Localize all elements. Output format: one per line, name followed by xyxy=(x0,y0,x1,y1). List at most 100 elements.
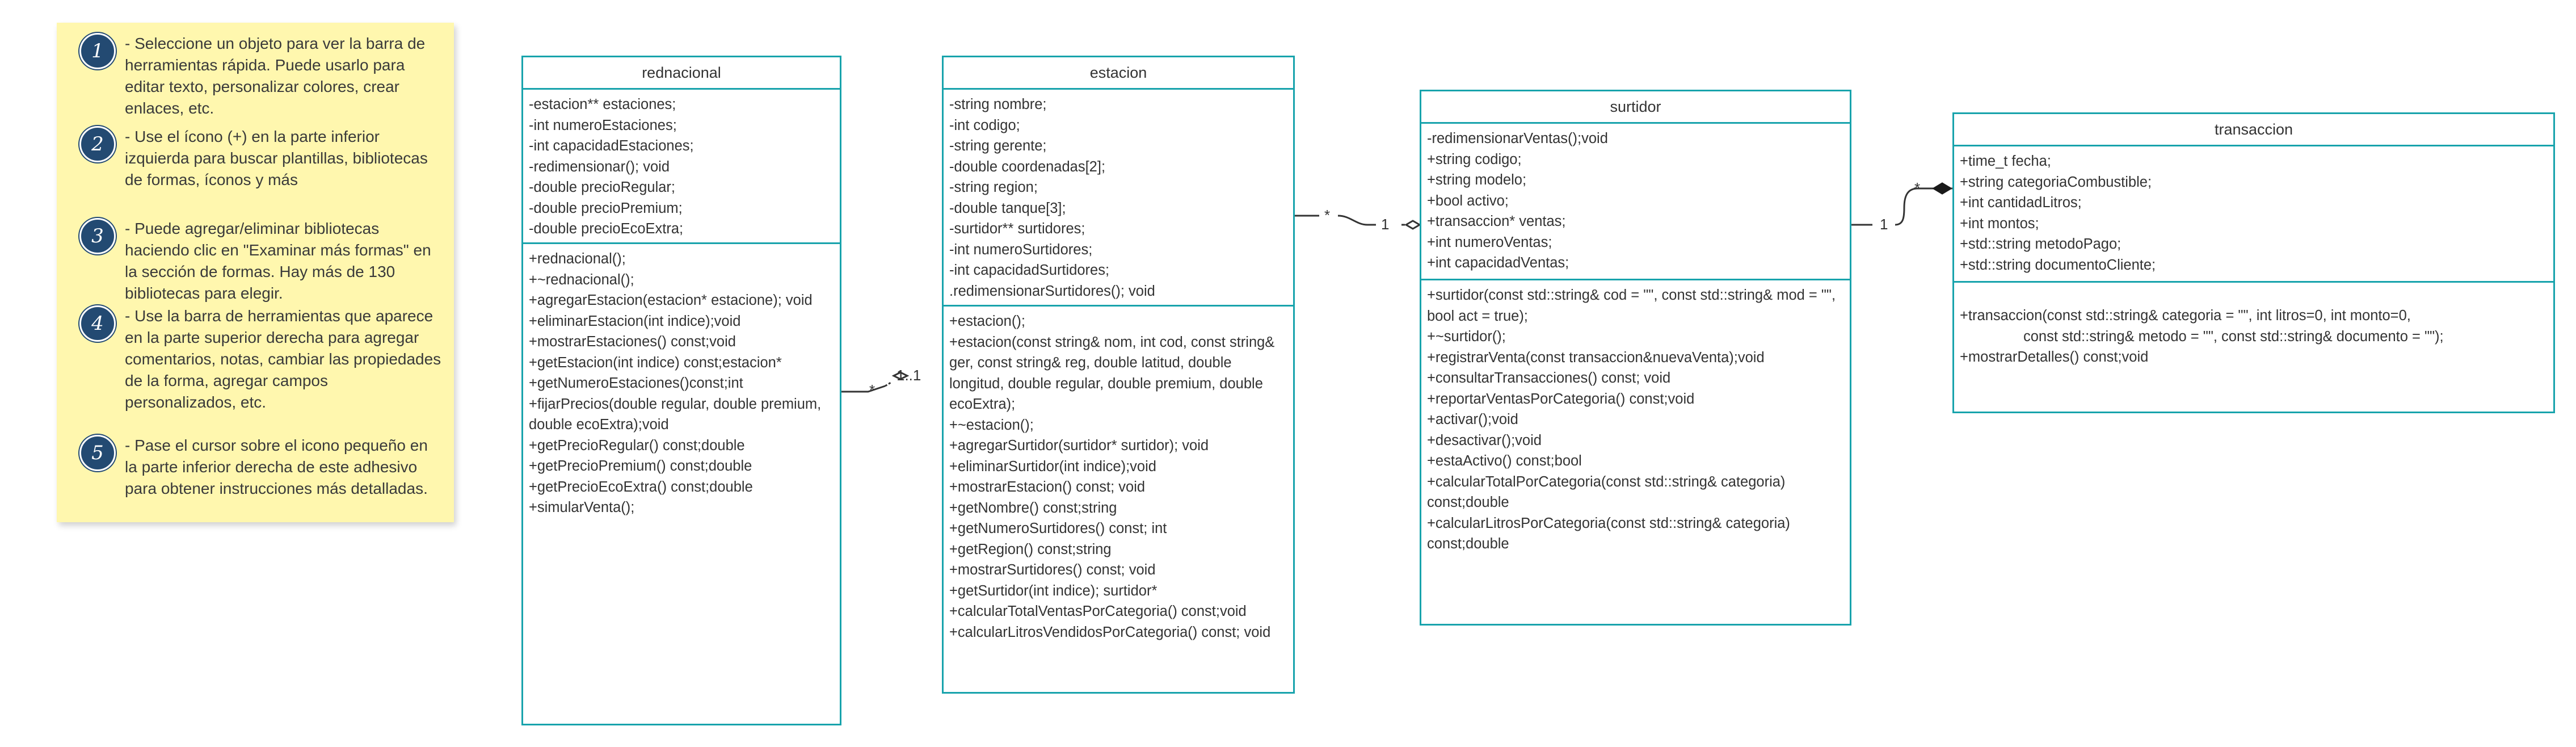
attribute: +string categoriaCombustible; xyxy=(1960,174,2152,190)
attribute: +int montos; xyxy=(1960,215,2039,232)
note-2-number: 2 xyxy=(91,133,104,156)
class-title: surtidor xyxy=(1421,91,1850,124)
method: +simularVenta(); xyxy=(529,500,635,515)
mult-rednacional-estacion-star: * xyxy=(869,381,875,398)
class-attributes: -estacion** estaciones; -int numeroEstac… xyxy=(523,90,840,244)
attribute: -redimensionarVentas();void xyxy=(1427,131,1608,146)
method: +mostrarEstaciones() const;void xyxy=(529,334,736,350)
method: +consultarTransacciones() const; void xyxy=(1427,370,1671,386)
note-4-badge: 4 xyxy=(79,305,116,342)
method: +mostrarDetalles() const;void xyxy=(1960,349,2149,365)
attribute: -surtidor** surtidores; xyxy=(949,221,1085,237)
note-4-text: - Use la barra de herramientas que apare… xyxy=(125,307,441,411)
attribute: +std::string documentoCliente; xyxy=(1960,257,2156,273)
mult-estacion-surtidor-star: * xyxy=(1324,207,1331,224)
method: +agregarEstacion(estacion* estacione); v… xyxy=(529,292,813,308)
method: +estaActivo() const;bool xyxy=(1427,453,1582,469)
method: +getRegion() const;string xyxy=(949,541,1112,557)
note-1-badge: 1 xyxy=(79,33,116,69)
attribute: -string nombre; xyxy=(949,96,1047,112)
method: +activar();void xyxy=(1427,412,1518,427)
mult-surtidor-one: 1 xyxy=(1381,216,1390,233)
attribute: -double precioEcoExtra; xyxy=(529,221,684,237)
attribute: +int capacidadVentas; xyxy=(1427,255,1569,271)
class-attributes: -string nombre; -int codigo; -string ger… xyxy=(944,90,1293,307)
method: +getNumeroEstaciones()const;int xyxy=(529,375,743,391)
method: +fijarPrecios(double regular, double pre… xyxy=(529,396,822,433)
class-attributes: +time_t fecha; +string categoriaCombusti… xyxy=(1954,146,2553,283)
method: +getNombre() const;string xyxy=(949,500,1117,516)
class-title: estacion xyxy=(944,57,1293,90)
attribute: +string codigo; xyxy=(1427,151,1522,167)
method: +estacion(); xyxy=(949,313,1025,329)
attribute: +string modelo; xyxy=(1427,172,1527,188)
attribute: +transaccion* ventas; xyxy=(1427,213,1566,229)
class-methods: +transaccion(const std::string& categori… xyxy=(1954,283,2553,372)
method: +~surtidor(); xyxy=(1427,329,1506,345)
method: +~rednacional(); xyxy=(529,271,634,288)
class-transaccion[interactable]: transaccion +time_t fecha; +string categ… xyxy=(1952,112,2555,413)
class-surtidor[interactable]: surtidor -redimensionarVentas();void +st… xyxy=(1420,90,1851,626)
attribute: -double precioRegular; xyxy=(529,179,675,195)
attribute: +std::string metodoPago; xyxy=(1960,236,2122,252)
note-1-text: - Seleccione un objeto para ver la barra… xyxy=(125,35,426,117)
class-methods: +rednacional(); +~rednacional(); +agrega… xyxy=(523,244,840,523)
method: +surtidor(const std::string& cod = "", c… xyxy=(1427,287,1836,324)
method: +mostrarSurtidores() const; void xyxy=(949,562,1156,578)
link-surtidor-transaccion xyxy=(1895,187,1929,226)
class-methods: +surtidor(const std::string& cod = "", c… xyxy=(1421,280,1850,559)
note-3-number: 3 xyxy=(91,225,104,247)
attribute: -double precioPremium; xyxy=(529,200,683,216)
method: +calcularTotalPorCategoria(const std::st… xyxy=(1427,473,1786,511)
attribute: -string region; xyxy=(949,179,1038,195)
sticky-note[interactable]: 1 - Seleccione un objeto para ver la bar… xyxy=(57,23,454,522)
note-3-text: - Puede agregar/eliminar bibliotecas hac… xyxy=(125,220,431,302)
class-estacion[interactable]: estacion -string nombre; -int codigo; -s… xyxy=(942,56,1295,694)
method: +getEstacion(int indice) const;estacion* xyxy=(529,354,782,371)
method: +registrarVenta(const transaccion&nuevaV… xyxy=(1427,349,1765,366)
attribute: +time_t fecha; xyxy=(1960,153,2051,169)
method: +transaccion(const std::string& categori… xyxy=(1960,308,2411,324)
attribute: +int cantidadLitros; xyxy=(1960,195,2082,211)
method: +estacion(const string& nom, int cod, co… xyxy=(949,334,1275,413)
method: +~estacion(); xyxy=(949,417,1034,433)
note-2-badge: 2 xyxy=(79,126,116,162)
method: +calcularTotalVentasPorCategoria() const… xyxy=(949,603,1247,619)
method: +getNumeroSurtidores() const; int xyxy=(949,521,1167,536)
attribute: -double tanque[3]; xyxy=(949,200,1066,216)
note-5-badge: 5 xyxy=(79,435,116,471)
composition-diamond-transaccion xyxy=(1932,182,1952,195)
method: +calcularLitrosPorCategoria(const std::s… xyxy=(1427,515,1790,552)
attribute: -int codigo; xyxy=(949,117,1020,133)
attribute: .redimensionarSurtidores(); void xyxy=(949,283,1155,299)
note-5-text: - Pase el cursor sobre el icono pequeño … xyxy=(125,437,428,497)
link-rednacional-estacion xyxy=(841,385,886,393)
method: +rednacional(); xyxy=(529,251,626,267)
attribute: -double coordenadas[2]; xyxy=(949,158,1106,175)
method: +reportarVentasPorCategoria() const;void xyxy=(1427,391,1695,407)
method: +eliminarEstacion(int indice);void xyxy=(529,313,741,329)
attribute: -int numeroSurtidores; xyxy=(949,241,1093,258)
attribute: +int numeroVentas; xyxy=(1427,234,1552,250)
note-4-number: 4 xyxy=(91,312,104,335)
class-rednacional[interactable]: rednacional -estacion** estaciones; -int… xyxy=(521,56,841,725)
method: +getPrecioEcoExtra() const;double xyxy=(529,479,753,495)
attribute: -estacion** estaciones; xyxy=(529,96,676,112)
class-attributes: -redimensionarVentas();void +string codi… xyxy=(1421,124,1850,280)
class-title: transaccion xyxy=(1954,114,2553,146)
attribute: -int capacidadEstaciones; xyxy=(529,138,694,154)
mult-surtidor-transaccion-one: 1 xyxy=(1880,216,1888,233)
method: +eliminarSurtidor(int indice);void xyxy=(949,458,1156,475)
method: +getPrecioRegular() const;double xyxy=(529,437,745,454)
note-5-number: 5 xyxy=(91,442,104,464)
attribute: -int numeroEstaciones; xyxy=(529,117,677,133)
mult-estacion-one: 1..1 xyxy=(896,367,921,384)
attribute: -string gerente; xyxy=(949,138,1047,154)
method: const std::string& metodo = "", const st… xyxy=(2023,328,2444,345)
mult-transaccion-star: * xyxy=(1914,179,1921,196)
class-title: rednacional xyxy=(523,57,840,90)
class-methods: +estacion(); +estacion(const string& nom… xyxy=(944,307,1293,647)
note-2-text: - Use el ícono (+) en la parte inferior … xyxy=(125,128,428,188)
note-1-number: 1 xyxy=(91,40,104,62)
